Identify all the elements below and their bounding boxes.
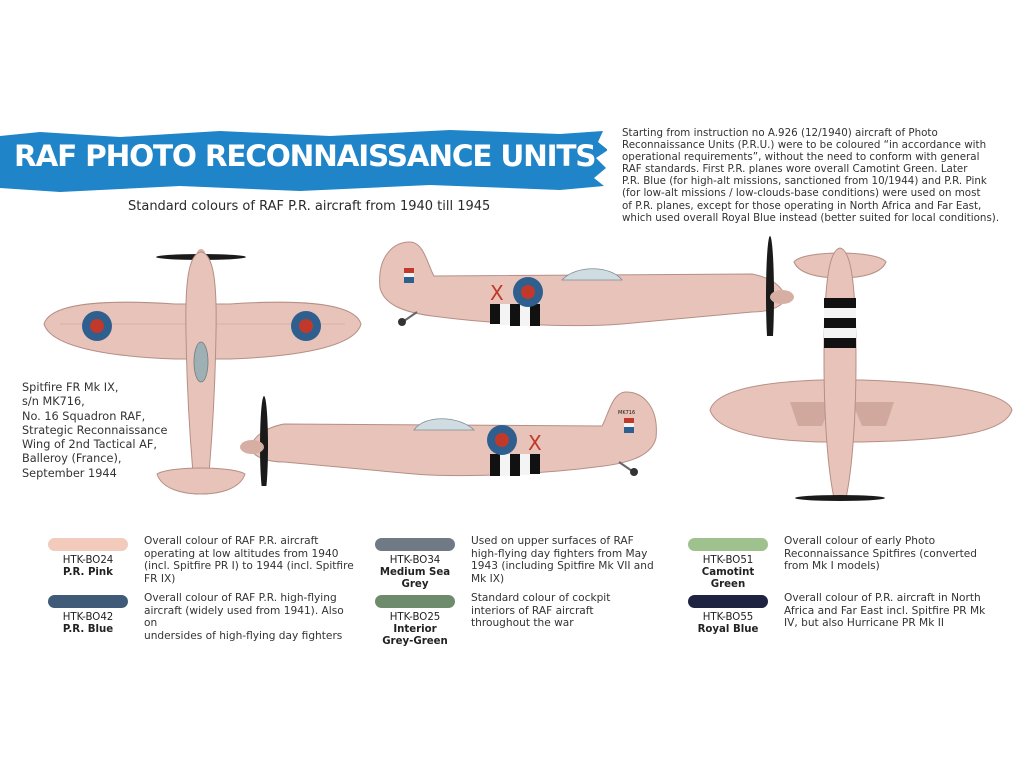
paint-description: Overall colour of P.R. aircraft in North… bbox=[784, 592, 986, 630]
left-side-roundel bbox=[513, 277, 543, 307]
bottom-view-fuselage bbox=[823, 247, 857, 499]
bottom-view-propeller bbox=[795, 495, 885, 501]
left-side-landing-gear bbox=[398, 311, 418, 326]
paint-description: Used on upper surfaces of RAF high-flyin… bbox=[471, 535, 654, 585]
right-side-fuselage bbox=[249, 391, 657, 477]
fuselage-code-letter: X bbox=[490, 281, 504, 305]
right-side-fin-flash bbox=[624, 418, 634, 433]
top-view-roundel-right bbox=[291, 311, 321, 341]
legend-item-camotint-green: HTK-BO51 Camotint Green Overall colour o… bbox=[688, 535, 1008, 590]
left-side-fuselage bbox=[379, 241, 787, 327]
paint-code: HTK-BO51 Camotint Green bbox=[701, 555, 755, 590]
paint-description: Standard colour of cockpit interiors of … bbox=[471, 592, 611, 630]
page-title: RAF PHOTO RECONNAISSANCE UNITS PAINT SET bbox=[14, 139, 764, 173]
spitfire-bottom-view bbox=[709, 247, 1013, 501]
paint-description: Overall colour of RAF P.R. high-flying a… bbox=[144, 592, 344, 642]
fuselage-code-letter: X bbox=[528, 431, 542, 455]
color-swatch bbox=[375, 538, 455, 551]
top-view-tailplane bbox=[156, 467, 246, 495]
page-subtitle: Standard colours of RAF P.R. aircraft fr… bbox=[128, 199, 491, 214]
right-side-propeller bbox=[240, 396, 268, 486]
title-banner bbox=[0, 128, 610, 194]
color-swatch bbox=[48, 538, 128, 551]
right-side-landing-gear bbox=[618, 461, 638, 476]
left-side-invasion-stripes bbox=[490, 304, 540, 326]
paint-description: Overall colour of early Photo Reconnaiss… bbox=[784, 535, 977, 573]
paint-code: HTK-BO34 Medium Sea Grey bbox=[379, 555, 451, 590]
aircraft-caption: Spitfire FR Mk IX, s/n MK716, No. 16 Squ… bbox=[22, 381, 168, 480]
brush-stroke-background bbox=[0, 130, 608, 192]
color-swatch bbox=[688, 538, 768, 551]
left-side-fin-flash bbox=[404, 268, 414, 283]
paint-description: Overall colour of RAF P.R. aircraft oper… bbox=[144, 535, 354, 585]
color-swatch bbox=[688, 595, 768, 608]
bottom-view-wings bbox=[709, 379, 1013, 443]
bottom-view-invasion-stripes bbox=[824, 298, 856, 348]
right-side-invasion-stripes bbox=[490, 454, 540, 476]
color-swatch bbox=[375, 595, 455, 608]
right-side-roundel bbox=[487, 425, 517, 455]
spitfire-left-side-view: X bbox=[379, 236, 794, 336]
color-swatch bbox=[48, 595, 128, 608]
spitfire-top-view bbox=[43, 249, 362, 495]
legend-item-interior-grey-green: HTK-BO25 Interior Grey-Green Standard co… bbox=[375, 592, 695, 647]
aircraft-serial: MK716 bbox=[618, 410, 635, 416]
legend-item-medium-sea-grey: HTK-BO34 Medium Sea Grey Used on upper s… bbox=[375, 535, 695, 590]
intro-paragraph: Starting from instruction no A.926 (12/1… bbox=[622, 127, 1000, 224]
paint-code: HTK-BO25 Interior Grey-Green bbox=[382, 612, 448, 647]
top-view-fuselage bbox=[185, 251, 217, 495]
top-view-roundel-left bbox=[82, 311, 112, 341]
spitfire-right-side-view: X MK716 bbox=[240, 391, 657, 486]
left-side-propeller bbox=[766, 236, 794, 336]
